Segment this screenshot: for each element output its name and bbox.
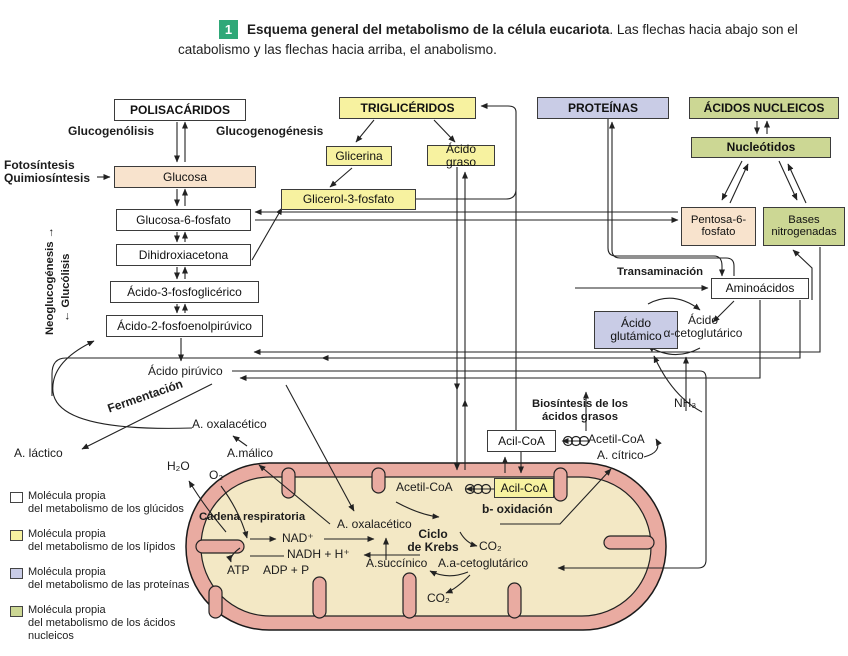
node-acidos-nucleicos: ÁCIDOS NUCLEICOS	[689, 97, 839, 119]
mitochondrion-cristae	[195, 467, 655, 619]
label-glucogenolisis: Glucogenólisis	[68, 124, 155, 138]
legend-swatch-glucidos	[10, 492, 23, 503]
node-glucosa-6-fosfato: Glucosa-6-fosfato	[116, 209, 251, 231]
node-acido-3-fosfoglicerico: Ácido-3-fosfoglicérico	[110, 281, 259, 303]
label-fotosintesis-quimiosintesis: Fotosíntesis Quimiosíntesis	[4, 158, 91, 186]
legend-swatch-proteinas	[10, 568, 23, 579]
node-acil-coa-matriz: Acil-CoA	[494, 478, 554, 498]
label-glucolisis: ← Glucólisis	[60, 253, 72, 322]
label-transaminacion: Transaminación	[617, 266, 704, 278]
node-dihidroxiacetona: Dihidroxiacetona	[116, 244, 251, 266]
legend-item-nucleicos: Molécula propia del metabolismo de los á…	[28, 604, 176, 642]
label-glucogenogenesis: Glucogenogénesis	[216, 124, 324, 138]
node-pentosa-6-fosfato: Pentosa-6- fosfato	[681, 207, 756, 246]
label-o2: O₂	[209, 468, 223, 482]
node-acido-glutamico: Ácido glutámico	[594, 311, 678, 349]
coa-coil-icon	[464, 435, 590, 495]
label-acetil-coa-matriz: Acetil-CoA	[396, 480, 453, 494]
node-glicerina: Glicerina	[326, 146, 392, 166]
legend-item-lipidos: Molécula propia del metabolismo de los l…	[28, 528, 176, 553]
node-polisacaridos: POLISACÁRIDOS	[114, 99, 246, 121]
label-cadena-respiratoria: Cadena respiratoria	[199, 511, 306, 523]
label-b-oxidacion: b- oxidación	[482, 502, 553, 516]
label-ciclo-de-krebs: Ciclo de Krebs	[407, 527, 459, 555]
label-a-cetoglutarico-matriz: A.a-cetoglutárico	[438, 556, 529, 570]
figure-caption: 1 Esquema general del metabolismo de la c…	[178, 20, 840, 61]
label-atp: ATP	[227, 563, 250, 577]
label-h2o: H₂O	[167, 459, 190, 473]
node-acido-graso: Ácido graso	[427, 143, 495, 168]
node-aminoacidos: Aminoácidos	[711, 278, 809, 299]
figure-number-badge: 1	[219, 20, 238, 39]
label-co2-krebs: CO₂	[479, 539, 502, 553]
node-bases-nitrogenadas: Bases nitrogenadas	[763, 207, 845, 246]
label-acido-piruvico: Ácido pirúvico	[148, 364, 223, 378]
label-a-citrico-citosol: A. cítrico	[597, 448, 644, 462]
figure-title: Esquema general del metabolismo de la cé…	[247, 22, 610, 37]
label-adp-p: ADP + P	[263, 563, 310, 577]
node-glucosa: Glucosa	[114, 166, 256, 188]
node-acil-coa-citosol: Acil-CoA	[487, 430, 556, 452]
node-glicerol-3-fosfato: Glicerol-3-fosfato	[281, 189, 416, 210]
label-a-oxalacetico-citosol: A. oxalacético	[192, 417, 267, 431]
legend-swatch-nucleicos	[10, 606, 23, 617]
label-a-succinico: A.succínico	[366, 556, 428, 570]
label-a-malico: A.málico	[227, 446, 274, 460]
node-acido-2-fosfoenolpiruvico: Ácido-2-fosfoenolpirúvico	[106, 315, 263, 337]
node-nucleotidos: Nucleótidos	[691, 137, 831, 158]
legend-item-glucidos: Molécula propia del metabolismo de los g…	[28, 490, 184, 515]
label-co2-bottom: CO₂	[427, 591, 450, 605]
legend-swatch-lipidos	[10, 530, 23, 541]
label-nad: NAD⁺	[282, 531, 314, 545]
legend-item-proteinas: Molécula propia del metabolismo de las p…	[28, 566, 190, 591]
node-proteinas: PROTEÍNAS	[537, 97, 669, 119]
label-neoglucogenesis: Neoglucogénesis →	[44, 227, 56, 335]
label-biosintesis-acidos-grasos: Biosíntesis de los ácidos grasos	[531, 398, 629, 423]
label-nadh: NADH + H⁺	[287, 547, 350, 561]
node-trigliceridos: TRIGLICÉRIDOS	[339, 97, 476, 119]
label-nh3: NH₃	[674, 396, 697, 410]
arrow-network	[51, 103, 821, 594]
label-acido-alfa-cetoglutarico: Ácido α-cetoglutárico	[663, 313, 743, 341]
label-a-oxalacetico-matriz: A. oxalacético	[337, 517, 412, 531]
label-a-lactico: A. láctico	[14, 446, 63, 460]
label-acetil-coa-citosol: Acetil-CoA	[588, 432, 645, 446]
figure-subtitle: . Las flechas hacia abajo son el catabol…	[178, 22, 798, 58]
